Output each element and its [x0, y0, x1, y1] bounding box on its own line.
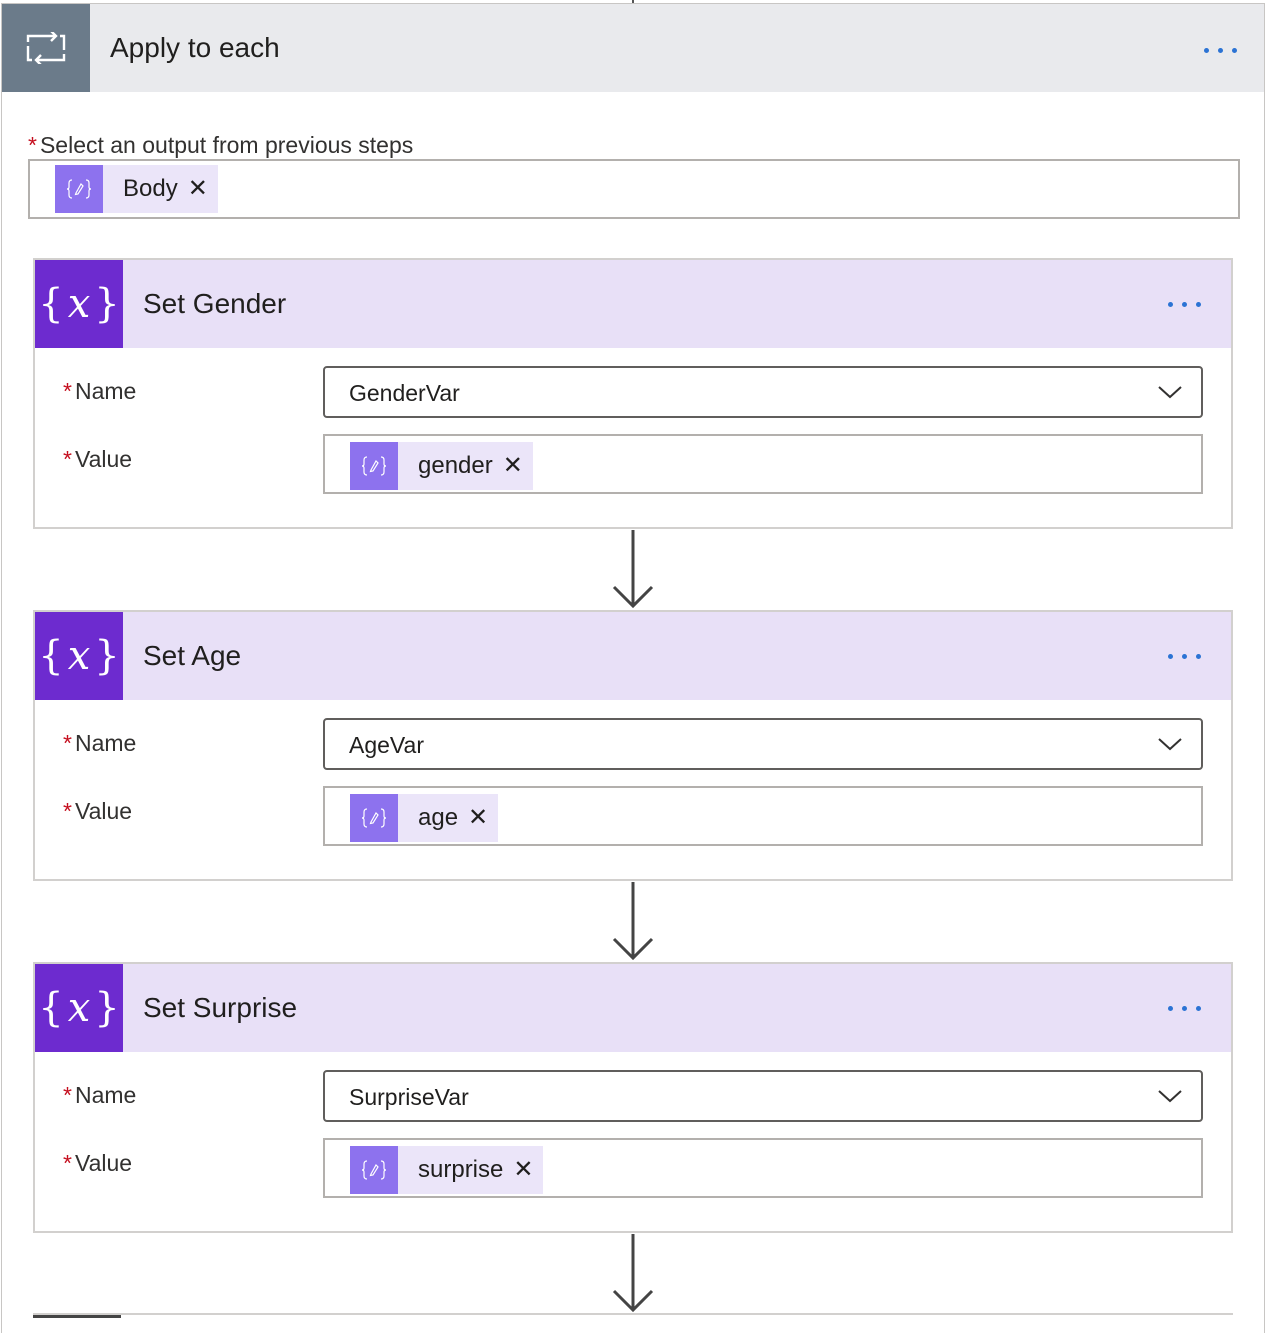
name-label: *Name [63, 378, 136, 405]
value-token[interactable]: gender ✕ [350, 442, 533, 490]
required-mark: * [63, 730, 72, 756]
set-age-header[interactable]: {x} Set Age [35, 612, 1231, 700]
dynamic-content-icon [55, 165, 103, 213]
dynamic-content-icon [350, 1146, 398, 1194]
set-surprise-header[interactable]: {x} Set Surprise [35, 964, 1231, 1052]
more-options-icon[interactable] [1168, 1006, 1201, 1011]
name-label-text: Name [74, 730, 137, 756]
dynamic-content-icon [350, 794, 398, 842]
more-options-icon[interactable] [1204, 48, 1237, 53]
name-label: *Name [63, 1082, 136, 1109]
value-label: *Value [63, 446, 132, 473]
close-icon[interactable]: ✕ [187, 175, 208, 202]
name-label-text: Name [74, 378, 137, 404]
variable-value-field[interactable]: age ✕ [323, 786, 1203, 846]
apply-to-each-title: Apply to each [110, 32, 280, 63]
value-token-label: gender [418, 452, 493, 479]
next-action-card-edge [33, 1313, 1233, 1318]
close-icon[interactable]: ✕ [468, 804, 489, 831]
body-token-label: Body [123, 175, 178, 202]
required-mark: * [63, 446, 72, 472]
required-mark: * [28, 132, 37, 158]
body-token[interactable]: Body ✕ [55, 165, 218, 213]
value-token-label: age [418, 804, 459, 831]
required-mark: * [63, 1082, 72, 1108]
dynamic-content-icon [350, 442, 398, 490]
select-output-label: *Select an output from previous steps [28, 132, 413, 159]
select-output-label-text: Select an output from previous steps [39, 132, 414, 158]
down-arrow-icon [612, 1234, 654, 1313]
required-mark: * [63, 798, 72, 824]
variable-icon: {x} [35, 260, 123, 348]
variable-icon: {x} [35, 964, 123, 1052]
variable-name-value: SurpriseVar [349, 1084, 469, 1110]
value-token[interactable]: age ✕ [350, 794, 499, 842]
more-options-icon[interactable] [1168, 302, 1201, 307]
value-label-text: Value [74, 446, 133, 472]
required-mark: * [63, 378, 72, 404]
value-label: *Value [63, 1150, 132, 1177]
variable-name-dropdown[interactable]: AgeVar [323, 718, 1203, 770]
value-label-text: Value [74, 798, 133, 824]
value-token-label: surprise [418, 1156, 504, 1183]
down-arrow-icon [612, 530, 654, 609]
value-label: *Value [63, 798, 132, 825]
name-label-text: Name [74, 1082, 137, 1108]
chevron-down-icon [1157, 384, 1183, 405]
chevron-down-icon [1157, 736, 1183, 757]
apply-to-each-header[interactable]: Apply to each [2, 4, 1264, 92]
down-arrow-icon [612, 882, 654, 961]
variable-name-dropdown[interactable]: SurpriseVar [323, 1070, 1203, 1122]
variable-value-field[interactable]: gender ✕ [323, 434, 1203, 494]
required-mark: * [63, 1150, 72, 1176]
action-title: Set Age [143, 640, 242, 671]
action-title: Set Surprise [143, 992, 298, 1023]
select-output-field[interactable]: Body ✕ [28, 159, 1240, 219]
chevron-down-icon [1157, 1088, 1183, 1109]
top-connector-line [632, 0, 634, 3]
action-title: Set Gender [143, 288, 287, 319]
variable-value-field[interactable]: surprise ✕ [323, 1138, 1203, 1198]
variable-icon: {x} [35, 612, 123, 700]
more-options-icon[interactable] [1168, 654, 1201, 659]
variable-name-dropdown[interactable]: GenderVar [323, 366, 1203, 418]
loop-icon [2, 4, 90, 92]
set-gender-header[interactable]: {x} Set Gender [35, 260, 1231, 348]
close-icon[interactable]: ✕ [513, 1156, 534, 1183]
variable-name-value: AgeVar [349, 732, 425, 758]
value-token[interactable]: surprise ✕ [350, 1146, 544, 1194]
value-label-text: Value [74, 1150, 133, 1176]
variable-name-value: GenderVar [349, 380, 460, 406]
close-icon[interactable]: ✕ [502, 452, 523, 479]
name-label: *Name [63, 730, 136, 757]
